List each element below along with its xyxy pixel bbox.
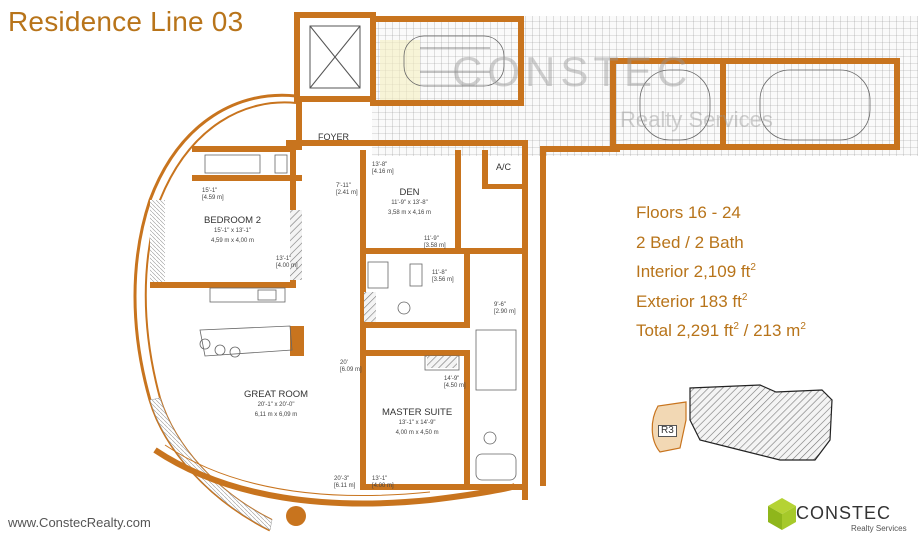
dim-4: 11'-9"[3.58 m] bbox=[424, 236, 446, 249]
dim-11: 9'-6"[2.90 m] bbox=[494, 302, 516, 315]
watermark-sub: Realty Services bbox=[620, 107, 773, 132]
room-den-name: DEN bbox=[399, 187, 420, 198]
room-great-room-dim-ft: 20'-1" x 20'-0" bbox=[257, 402, 295, 408]
room-den-dim-m: 3,58 m x 4,16 m bbox=[388, 210, 432, 216]
room-great-room-name: GREAT ROOM bbox=[244, 389, 309, 400]
room-bedroom-2-dim-ft: 15'-1" x 13'-1" bbox=[214, 228, 251, 234]
unit-info: Floors 16 - 24 2 Bed / 2 Bath Interior 2… bbox=[636, 198, 806, 346]
dim-1: 15'-1"[4.59 m] bbox=[202, 188, 224, 201]
room-den: DEN 11'-9" x 13'-8" 3,58 m x 4,16 m bbox=[388, 188, 431, 218]
dim-7: 20'-3"[6.11 m] bbox=[334, 476, 356, 489]
key-plan-label: R3 bbox=[658, 425, 677, 437]
page-title: Residence Line 03 bbox=[8, 6, 244, 37]
dim-6: 13'-1"[4.00 m] bbox=[276, 256, 298, 269]
footer-url[interactable]: www.ConstecRealty.com bbox=[8, 515, 151, 530]
room-bedroom-2-dim-m: 4,59 m x 4,00 m bbox=[210, 238, 255, 244]
dim-3: 13'-8"[4.16 m] bbox=[372, 162, 394, 175]
room-den-dim-ft: 11'-9" x 13'-8" bbox=[391, 200, 428, 206]
great-room-facade bbox=[153, 444, 517, 526]
room-master-suite: MASTER SUITE 13'-1" x 14'-9" 4,00 m x 4,… bbox=[382, 408, 452, 438]
key-plan bbox=[651, 384, 833, 461]
balcony bbox=[133, 93, 297, 532]
elevator-highlight bbox=[380, 40, 420, 100]
info-exterior: Exterior 183 ft2 bbox=[636, 291, 748, 311]
closets bbox=[290, 210, 457, 368]
room-master-suite-dim-ft: 13'-1" x 14'-9" bbox=[398, 420, 436, 426]
info-beds-baths: 2 Bed / 2 Bath bbox=[636, 232, 744, 252]
dim-2: 7'-11"[2.41 m] bbox=[336, 183, 358, 196]
room-great-room: GREAT ROOM 20'-1" x 20'-0" 6,11 m x 6,09… bbox=[244, 390, 308, 420]
dim-10: 20'[6.09 m] bbox=[340, 360, 362, 373]
elevator bbox=[309, 25, 361, 89]
room-master-suite-name: MASTER SUITE bbox=[382, 407, 453, 418]
logo-cube-icon bbox=[768, 498, 796, 530]
watermark-brand: CONSTEC bbox=[452, 48, 693, 95]
info-floors: Floors 16 - 24 bbox=[636, 203, 741, 222]
stairs bbox=[403, 35, 871, 141]
logo-sub: Realty Services bbox=[851, 524, 907, 533]
dim-8: 13'-1"[4.00 m] bbox=[372, 476, 394, 489]
logo-name: CONSTEC bbox=[796, 503, 892, 523]
dim-9: 14'-9"[4.50 m] bbox=[444, 376, 466, 389]
room-bedroom-2: BEDROOM 2 15'-1" x 13'-1" 4,59 m x 4,00 … bbox=[204, 216, 261, 246]
fixtures bbox=[199, 154, 517, 481]
room-master-suite-dim-m: 4,00 m x 4,50 m bbox=[395, 430, 439, 436]
info-interior: Interior 2,109 ft2 bbox=[636, 262, 756, 281]
room-bedroom-2-name: BEDROOM 2 bbox=[204, 215, 262, 226]
room-foyer: FOYER bbox=[318, 132, 350, 142]
room-ac: A/C bbox=[496, 162, 512, 172]
info-total: Total 2,291 ft2 / 213 m2 bbox=[636, 321, 806, 340]
room-great-room-dim-m: 6,11 m x 6,09 m bbox=[254, 412, 298, 418]
dim-5: 11'-8"[3.56 m] bbox=[432, 270, 454, 283]
